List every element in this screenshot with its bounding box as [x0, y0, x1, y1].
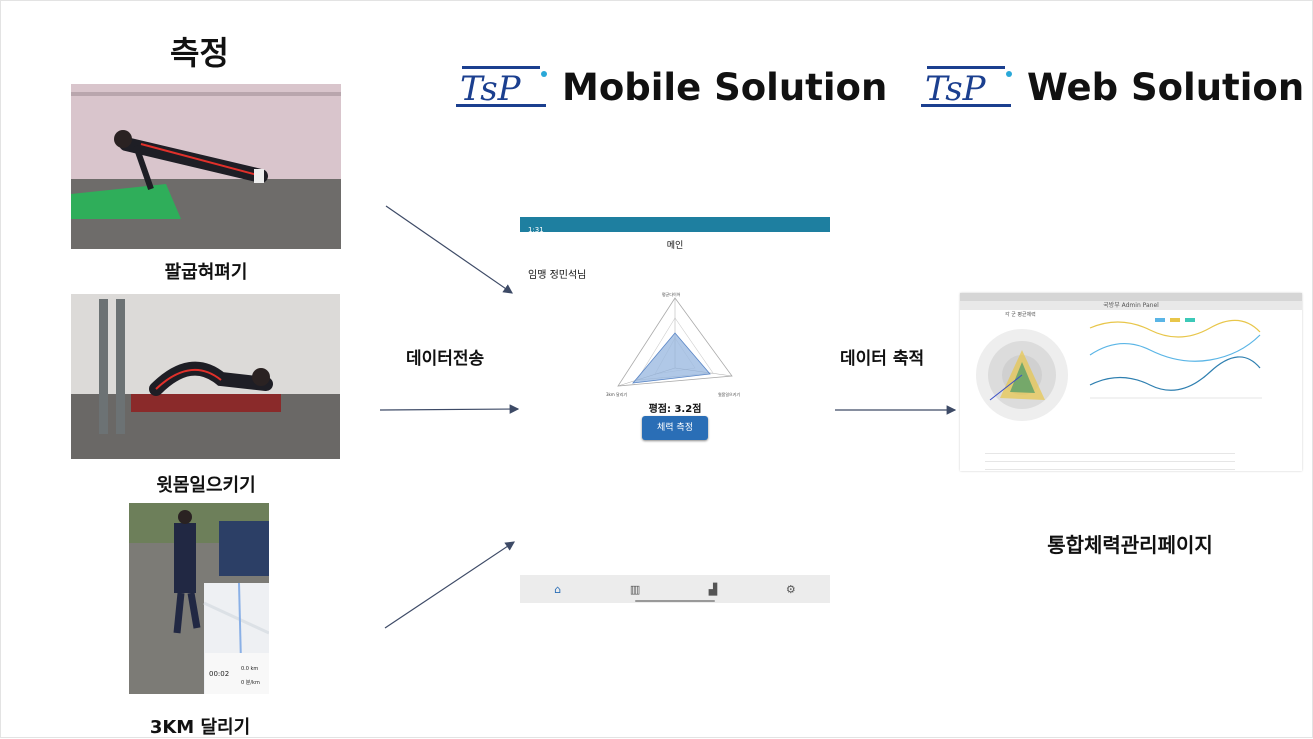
bar-chart-icon[interactable]: ▥ [629, 582, 641, 596]
radar-label-right: 윗몸일으키기 [718, 392, 741, 397]
pushup-illustration [71, 84, 341, 249]
web-solution-logo: TsP Web Solution [919, 62, 1304, 112]
running-caption: 3KM 달리기 [149, 717, 251, 738]
table-row [985, 454, 1235, 462]
browser-bar [960, 293, 1302, 301]
measure-heading: 측정 [170, 34, 229, 72]
admin-radar-green [1010, 362, 1035, 393]
admin-charts [976, 318, 1262, 421]
admin-panel-title: 국방부 Admin Panel [960, 301, 1302, 310]
situp-photo [71, 294, 340, 459]
gear-icon[interactable]: ⚙ [785, 582, 796, 596]
mobile-solution-text: Mobile Solution [562, 65, 888, 109]
phone-user-name: 임맹 정민석님 [528, 270, 587, 281]
radar-label-left: 3km 달리기 [606, 392, 628, 397]
table-row [985, 462, 1235, 470]
tsp-logo-icon: TsP [456, 66, 547, 109]
web-solution-text: Web Solution [1027, 65, 1305, 109]
admin-line-blue [1089, 334, 1261, 362]
situp-illustration [71, 294, 340, 459]
mobile-solution-logo: TsP Mobile Solution [454, 62, 887, 112]
home-icon[interactable]: ⌂ [554, 582, 562, 596]
podium-icon[interactable]: ▟ [708, 582, 718, 596]
running-photo: 00:02 0.0 km 0 분/km [129, 503, 269, 694]
measure-button[interactable]: 체력 측정 [642, 416, 708, 440]
admin-table [985, 446, 1235, 470]
run-time: 00:02 [209, 670, 230, 678]
svg-text:TsP: TsP [460, 69, 522, 109]
data-transfer-label: 데이터전송 [406, 349, 485, 369]
situp-caption: 윗몸일으키기 [156, 475, 256, 496]
phone-app-title: 메인 [666, 241, 684, 251]
phone-gesture-handle [635, 600, 715, 602]
data-accumulate-label: 데이터 축적 [840, 349, 925, 369]
web-caption: 통합체력관리페이지 [1047, 533, 1213, 557]
radar-label-top: 평균다이어 [662, 292, 681, 297]
radar-chart [617, 297, 733, 387]
phone-status-bar: 1:31 [520, 217, 830, 234]
pushup-photo [71, 84, 341, 249]
status-time: 1:31 [528, 226, 544, 234]
run-pace: 0 분/km [241, 680, 260, 686]
admin-line-yellow [1089, 319, 1261, 338]
pushup-caption: 팔굽혀펴기 [164, 262, 248, 283]
running-illustration [129, 503, 269, 694]
admin-line-teal [1089, 356, 1261, 391]
phone-score: 평점: 3.2점 [648, 404, 702, 415]
tsp-logo-icon: TsP [921, 66, 1012, 109]
table-row [985, 446, 1235, 454]
admin-panel-subtitle: 각 군 평균체력 [1005, 312, 1036, 318]
radar-data-area [632, 332, 711, 384]
svg-text:TsP: TsP [925, 69, 987, 109]
phone-bottom-nav: ⌂ ▥ ▟ ⚙ [520, 575, 830, 603]
run-distance: 0.0 km [241, 666, 259, 672]
